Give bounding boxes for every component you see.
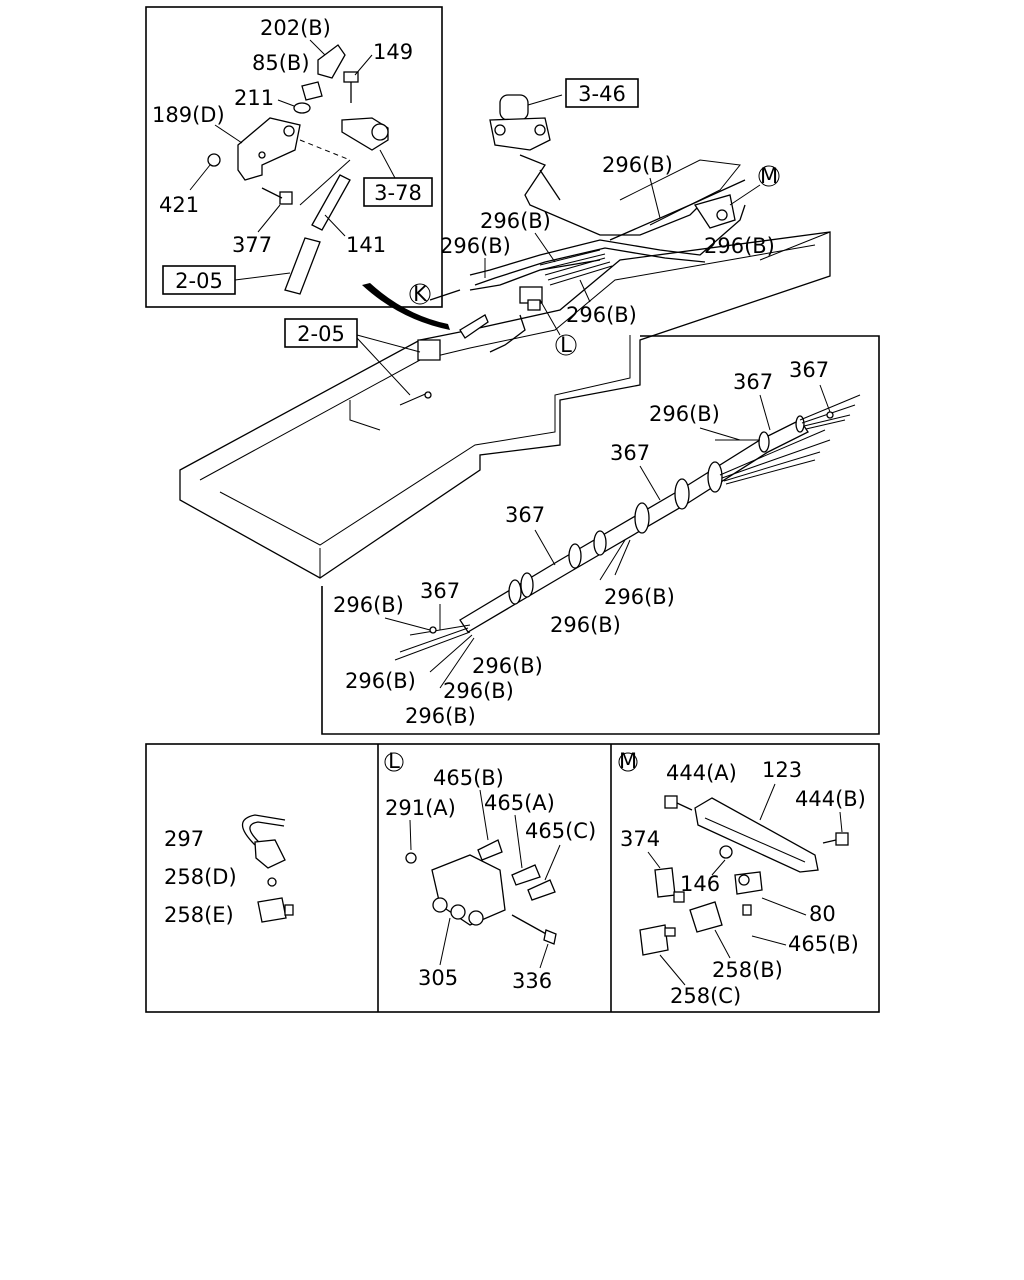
marker-l-inset: L <box>384 749 404 773</box>
label-377: 377 <box>232 233 272 257</box>
svg-text:3-46: 3-46 <box>578 82 626 106</box>
ref-box-2-05-inset: 2-05 <box>162 265 291 295</box>
label-296b-h5: 296(B) <box>472 654 543 678</box>
chassis-frame <box>179 159 831 579</box>
label-367-b: 367 <box>733 370 773 394</box>
label-367-a: 367 <box>789 358 829 382</box>
svg-text:M: M <box>619 749 637 773</box>
label-85b: 85(B) <box>252 51 310 75</box>
marker-l: L <box>555 333 577 357</box>
label-189d: 189(D) <box>152 103 225 127</box>
svg-text:2-05: 2-05 <box>175 269 223 293</box>
label-305: 305 <box>418 966 458 990</box>
label-258d: 258(D) <box>164 865 237 889</box>
air-pipes <box>429 154 746 353</box>
marker-k: K <box>409 282 431 306</box>
label-296b-h6: 296(B) <box>345 669 416 693</box>
inset-top-left <box>145 6 443 308</box>
ref-box-3-78: 3-78 <box>363 149 433 207</box>
ref-box-3-46: 3-46 <box>565 78 639 108</box>
inset-bottom-left-parts <box>241 814 294 923</box>
label-367-c: 367 <box>610 441 650 465</box>
valve-l-location <box>519 286 561 336</box>
label-465c: 465(C) <box>525 819 596 843</box>
label-296b-main-2: 296(B) <box>480 209 551 233</box>
label-258e: 258(E) <box>164 903 234 927</box>
label-444a: 444(A) <box>666 761 737 785</box>
label-296b-h7: 296(B) <box>443 679 514 703</box>
harness-bundle <box>394 394 861 689</box>
inset-bottom-mid-parts <box>405 839 557 945</box>
label-146: 146 <box>680 872 720 896</box>
arrow-k <box>362 283 450 330</box>
label-258b: 258(B) <box>712 958 783 982</box>
label-336: 336 <box>512 969 552 993</box>
label-149: 149 <box>373 40 413 64</box>
svg-text:M: M <box>760 164 778 188</box>
svg-text:L: L <box>560 333 572 357</box>
svg-text:2-05: 2-05 <box>297 322 345 346</box>
label-123: 123 <box>762 758 802 782</box>
label-296b-h2: 296(B) <box>604 585 675 609</box>
label-465a: 465(A) <box>484 791 555 815</box>
label-296b-main-4: 296(B) <box>704 234 775 258</box>
valve-3-46 <box>489 94 563 151</box>
label-296b-main-3: 296(B) <box>440 234 511 258</box>
label-296b-main-5: 296(B) <box>566 303 637 327</box>
marker-m: M <box>758 164 780 188</box>
label-296b-h3: 296(B) <box>550 613 621 637</box>
label-465b-mid: 465(B) <box>433 766 504 790</box>
label-291a: 291(A) <box>385 796 456 820</box>
label-211: 211 <box>234 86 274 110</box>
fitting-2-05 <box>399 314 489 406</box>
marker-m-inset: M <box>618 749 638 773</box>
label-367-e: 367 <box>420 579 460 603</box>
inset-bottom-right-parts <box>639 795 849 956</box>
svg-text:K: K <box>413 282 428 306</box>
label-296b-main-1: 296(B) <box>602 153 673 177</box>
bracket-m-location <box>693 184 761 229</box>
label-296b-h4: 296(B) <box>333 593 404 617</box>
svg-text:3-78: 3-78 <box>374 181 422 205</box>
label-465b-right: 465(B) <box>788 932 859 956</box>
label-296b-h1: 296(B) <box>649 402 720 426</box>
label-258c: 258(C) <box>670 984 741 1008</box>
label-202b: 202(B) <box>260 16 331 40</box>
svg-text:L: L <box>388 749 400 773</box>
inset-top-left-parts <box>207 44 389 295</box>
label-80: 80 <box>809 902 836 926</box>
label-141: 141 <box>346 233 386 257</box>
label-421: 421 <box>159 193 199 217</box>
inset-harness-frame <box>321 335 880 735</box>
ref-box-2-05-main: 2-05 <box>284 318 421 396</box>
label-367-d: 367 <box>505 503 545 527</box>
label-297: 297 <box>164 827 204 851</box>
label-374: 374 <box>620 827 660 851</box>
label-444b: 444(B) <box>795 787 866 811</box>
label-296b-h8: 296(B) <box>405 704 476 728</box>
bottom-insets-frame <box>145 743 880 1013</box>
